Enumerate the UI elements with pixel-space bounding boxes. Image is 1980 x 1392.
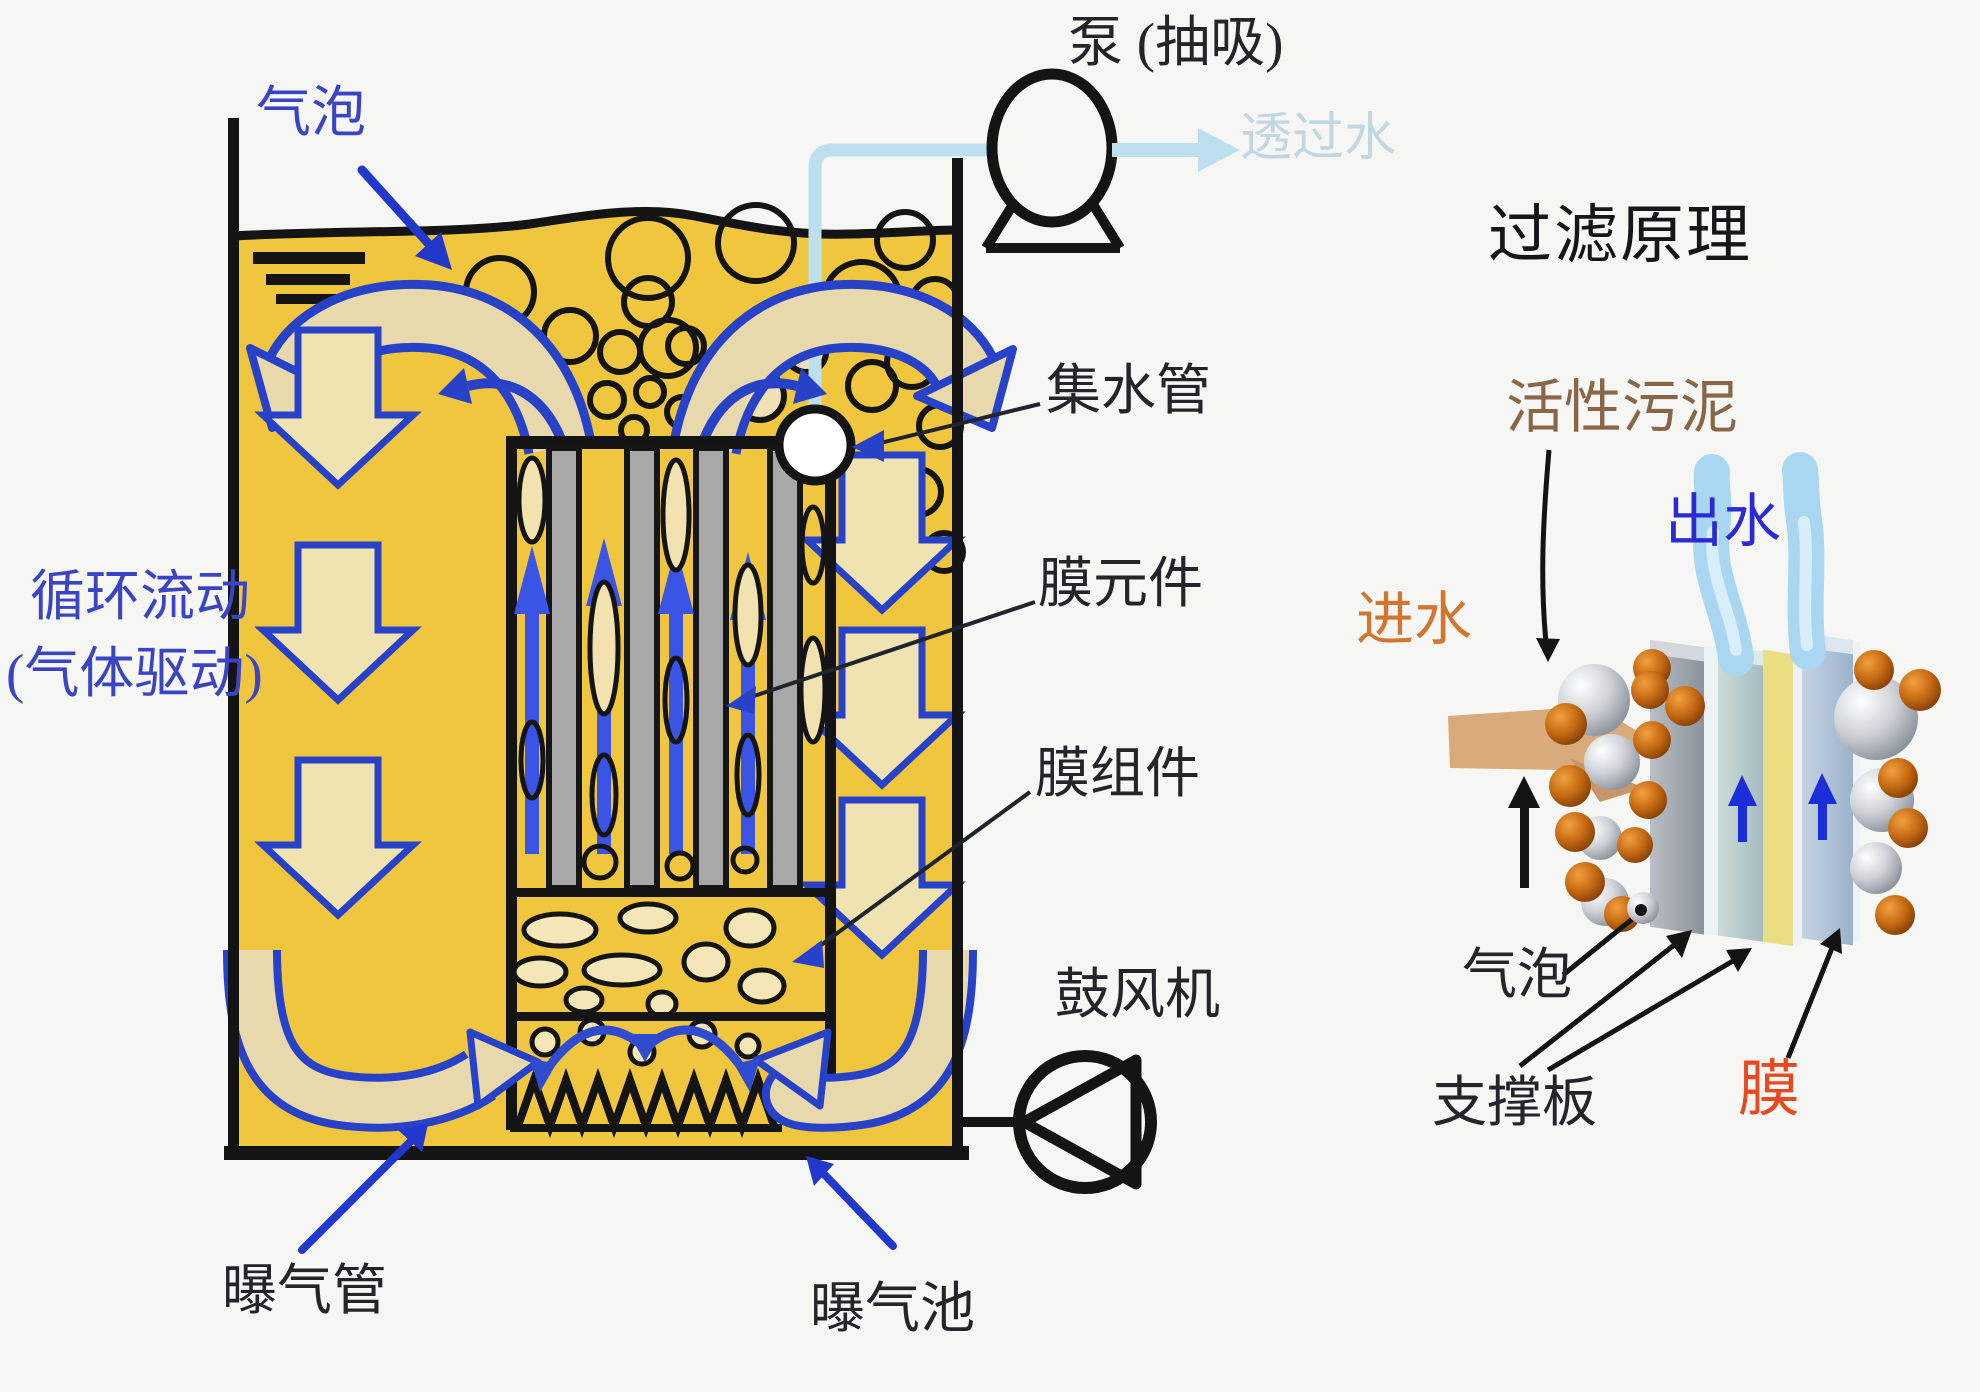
- water-surface-line: [232, 206, 959, 241]
- downflow-arrows: [254, 326, 966, 960]
- left-pointers: [298, 165, 1041, 1254]
- label-inflow: 进水: [1356, 587, 1473, 652]
- tank-walls: [224, 118, 969, 1160]
- bubble-pointer-dot: [1635, 904, 1647, 916]
- label-membrane: 膜: [1738, 1056, 1801, 1124]
- label-bubbles-left: 气泡: [256, 82, 367, 143]
- label-membrane-module: 膜组件: [1035, 743, 1201, 804]
- panel-up-arrows: [1728, 773, 1837, 842]
- pump-icon: [981, 68, 1125, 253]
- sludge-pointer-head: [1536, 638, 1560, 662]
- right-diagram-title: 过滤原理: [1488, 200, 1752, 271]
- aeration-tank-drawing: [223, 118, 1017, 1160]
- label-bubble-right: 气泡: [1462, 944, 1573, 1005]
- label-outflow: 出水: [1665, 489, 1782, 554]
- lower-header-bubbles: [511, 901, 787, 1019]
- label-activated-sludge: 活性污泥: [1506, 375, 1739, 440]
- label-collector-pipe: 集水管: [1046, 360, 1212, 421]
- filtration-principle-drawing: [1448, 449, 1941, 1073]
- label-circulation-line1: 循环流动: [30, 566, 251, 627]
- label-support-plate: 支撑板: [1432, 1072, 1598, 1133]
- label-pump: 泵 (抽吸): [1068, 12, 1284, 73]
- sludge-pointer-line: [1540, 449, 1552, 643]
- bubble-pointer-line: [1561, 910, 1643, 977]
- water-level-icon: [253, 252, 365, 304]
- permeate-arrow: [1112, 128, 1240, 172]
- sludge-particles: [1545, 649, 1941, 935]
- label-permeate-water: 透过水: [1240, 110, 1397, 167]
- membrane-module: [506, 436, 836, 1139]
- label-membrane-element: 膜元件: [1038, 553, 1204, 614]
- label-aeration-pipe: 曝气管: [222, 1260, 388, 1321]
- module-bubbles: [516, 455, 828, 882]
- blower-icon: [963, 1050, 1157, 1194]
- permeate-pipe: [808, 143, 995, 412]
- collector-pipe-circle: [774, 404, 856, 486]
- label-blower: 鼓风机: [1055, 964, 1221, 1025]
- outflow-streams: [1693, 452, 1826, 676]
- rise-arrow: [1508, 776, 1540, 888]
- membrane-sandwich: [1650, 633, 1860, 946]
- label-circulation-line2: (气体驱动): [6, 643, 263, 704]
- bottom-return-arrows: [223, 949, 977, 1132]
- right-pointers: [1518, 928, 1842, 1073]
- label-aeration-tank: 曝气池: [810, 1278, 976, 1339]
